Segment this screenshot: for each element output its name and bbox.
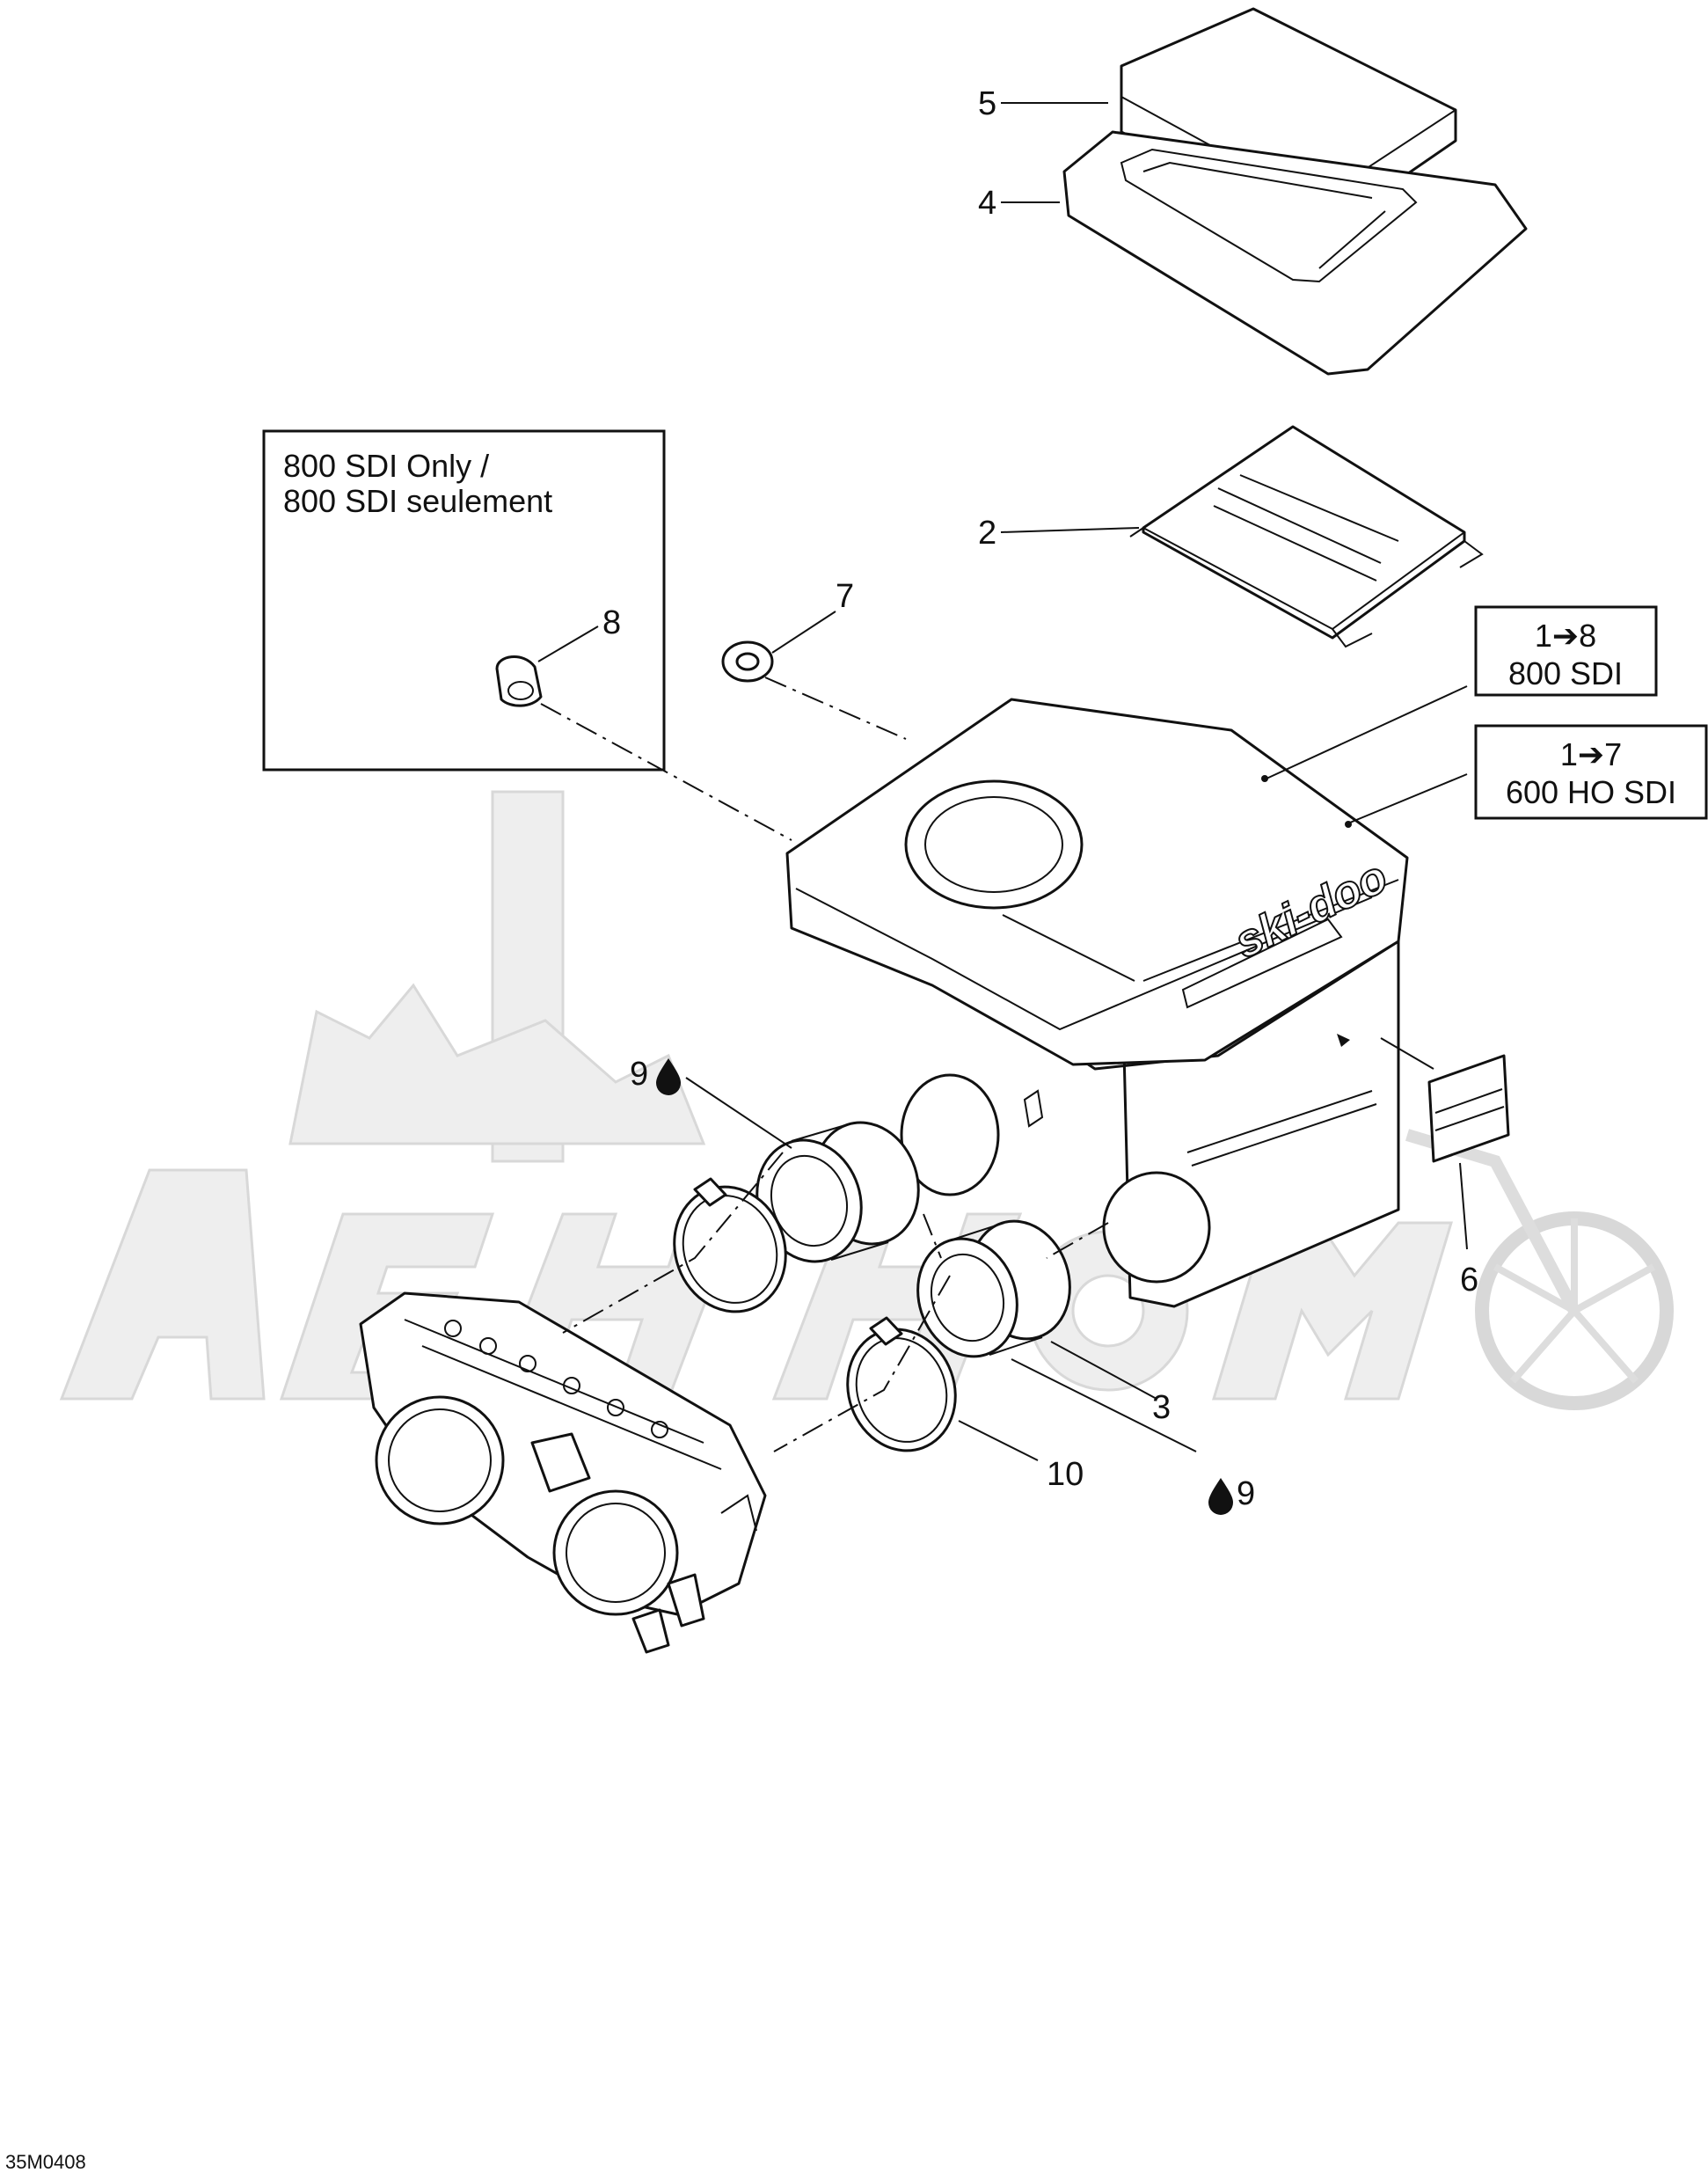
decal-6 <box>1427 1054 1510 1163</box>
oil-drop-icon <box>1208 1478 1233 1515</box>
callout-3: 3 <box>1152 1389 1171 1426</box>
callout-6: 6 <box>1460 1262 1478 1298</box>
note-box-line1: 800 SDI Only / <box>283 448 489 484</box>
model-tag-1: 1➔8 800 SDI <box>1474 605 1658 697</box>
callout-7: 7 <box>836 578 854 615</box>
intake-adaptor-upper <box>755 1121 920 1263</box>
callout-9-lower: 9 <box>1208 1475 1255 1515</box>
callout-5: 5 <box>978 85 996 122</box>
assembly-center-lines <box>540 677 1109 1452</box>
drawing-code: 35M0408 <box>5 2151 86 2173</box>
air-silencer-box: ski-doo <box>785 698 1409 1308</box>
model-tag-1-range: 1➔8 <box>1535 618 1596 654</box>
filter-frame <box>1062 130 1528 376</box>
baffle-plate <box>1129 425 1484 648</box>
model-tag-2-model: 600 HO SDI <box>1506 774 1676 810</box>
grommet-8 <box>495 655 543 707</box>
throttle-body-assembly <box>359 1291 767 1654</box>
callout-4: 4 <box>978 185 996 222</box>
model-tag-2: 1➔7 600 HO SDI <box>1474 724 1708 820</box>
callout-2: 2 <box>978 515 996 552</box>
leader-lines <box>537 102 1468 1461</box>
callout-9-upper: 9 <box>630 1056 681 1095</box>
callout-8: 8 <box>602 604 621 641</box>
clamp-lower <box>846 1316 957 1452</box>
callout-9-lower-number: 9 <box>1237 1475 1255 1512</box>
note-box: 800 SDI Only / 800 SDI seulement <box>262 429 666 772</box>
note-box-line2: 800 SDI seulement <box>283 483 552 519</box>
intake-adaptor-lower <box>916 1219 1071 1358</box>
callout-10: 10 <box>1047 1456 1084 1493</box>
grommet-7 <box>721 640 774 683</box>
model-tag-2-range: 1➔7 <box>1560 736 1622 772</box>
model-tag-1-model: 800 SDI <box>1508 655 1623 691</box>
oil-drop-icon <box>656 1058 681 1095</box>
clamp-upper <box>673 1177 787 1313</box>
callout-9-upper-number: 9 <box>630 1056 648 1093</box>
